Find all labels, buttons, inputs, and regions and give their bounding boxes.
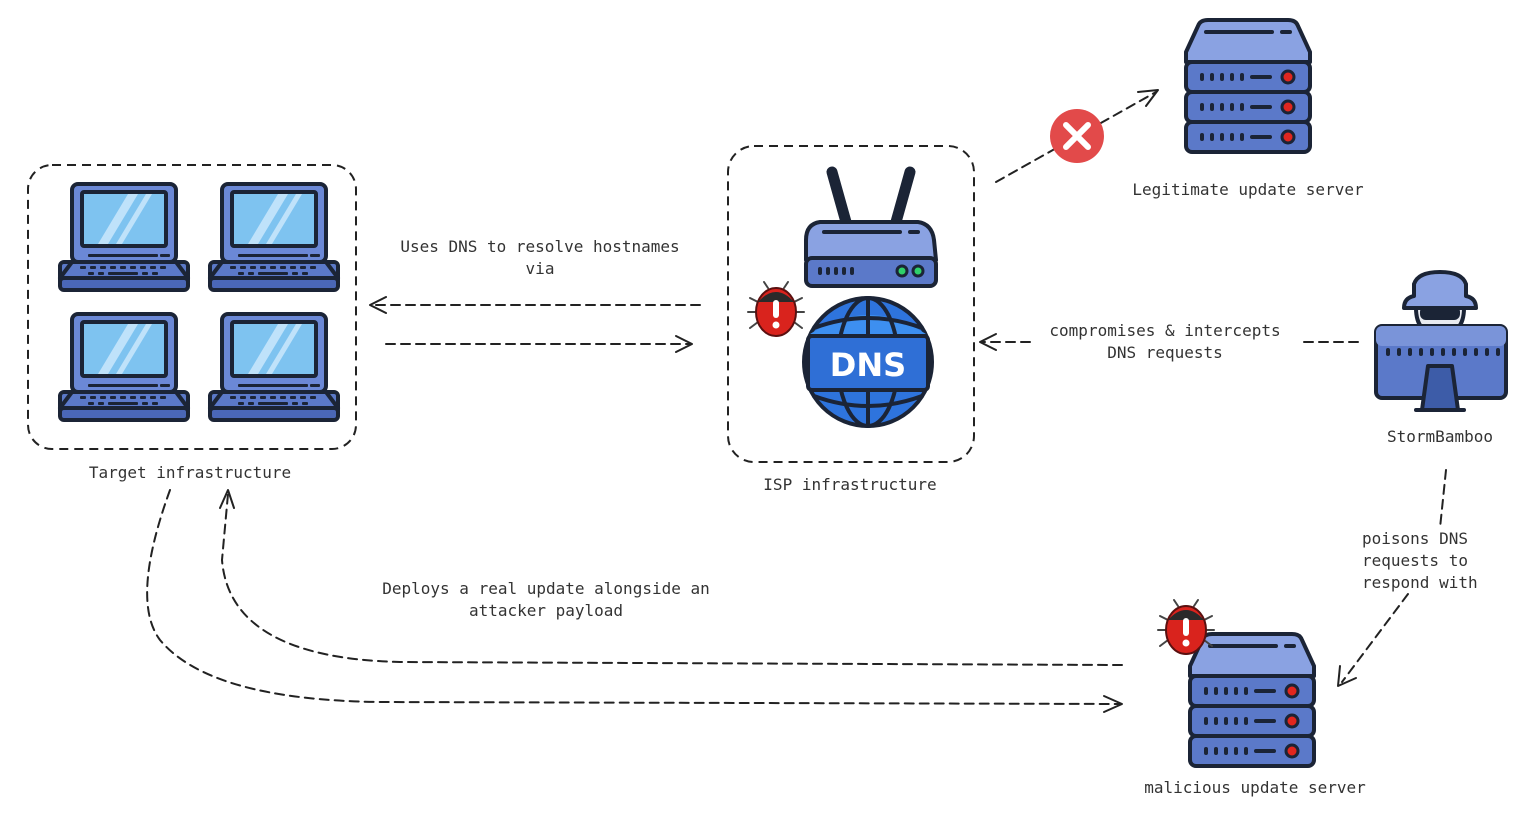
laptop-icon (58, 312, 190, 422)
server-icon (1184, 18, 1312, 154)
dns-globe-icon: DNS (802, 296, 934, 428)
server-icon (1188, 632, 1316, 768)
legitimate-server-group (1184, 18, 1312, 154)
target-infrastructure-group (27, 164, 357, 450)
isp-infrastructure-group: DNS (727, 145, 975, 463)
arrow-target-to-malicious-server (146, 489, 1123, 713)
poison-edge-label: poisons DNS requests to respond with (1362, 529, 1478, 592)
deploy-edge-label: Deploys a real update alongside an attac… (382, 579, 710, 620)
arrow-malicious-server-to-target (219, 489, 1123, 666)
laptop-icon (58, 182, 190, 292)
arrow-target-to-isp (385, 335, 693, 353)
hacker-icon (1374, 270, 1508, 412)
arrow-attacker-to-malicious-server (1337, 469, 1447, 687)
error-x-icon (1050, 109, 1104, 163)
arrow-isp-to-target (369, 296, 701, 314)
laptop-icon (208, 312, 340, 422)
router-icon (804, 166, 938, 288)
legitimate-server-label: Legitimate update server (1132, 180, 1364, 199)
bug-icon (747, 281, 805, 337)
target-infrastructure-boundary (27, 164, 357, 450)
isp-infrastructure-label: ISP infrastructure (763, 475, 937, 494)
intercept-edge-label: compromises & intercepts DNS requests (1049, 321, 1281, 362)
dns-resolve-edge-label: Uses DNS to resolve hostnames via (400, 237, 680, 278)
laptop-icon (208, 182, 340, 292)
malicious-server-group (1157, 599, 1316, 768)
dns-text: DNS (830, 346, 906, 384)
isp-infrastructure-boundary (727, 145, 975, 463)
target-infrastructure-label: Target infrastructure (88, 463, 292, 482)
malicious-server-label: malicious update server (1144, 778, 1366, 797)
attacker-label: StormBamboo (1387, 427, 1493, 446)
arrow-attacker-to-isp (979, 333, 1359, 351)
